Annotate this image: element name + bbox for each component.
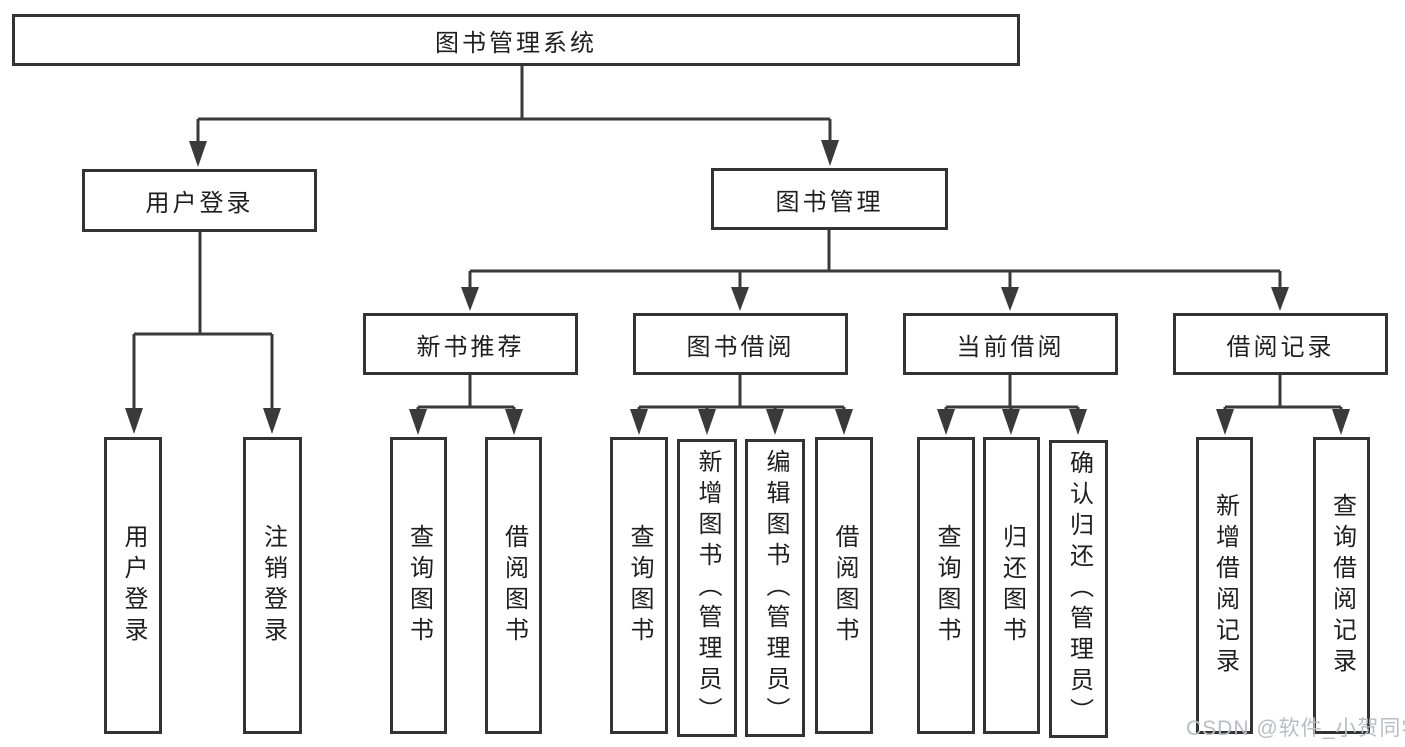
node-book-borrow: 图书借阅 xyxy=(633,313,848,375)
leaf-cb-return-books: 归还图书 xyxy=(983,437,1040,734)
leaf-nbr-borrow-books: 借阅图书 xyxy=(485,437,542,734)
arrowhead-icons xyxy=(125,140,1350,435)
node-new-book-recommend: 新书推荐 xyxy=(363,313,578,375)
node-current-borrow: 当前借阅 xyxy=(903,313,1118,375)
leaf-nbr-query-books: 查询图书 xyxy=(390,437,447,734)
leaf-bb-add-books-admin: 新增图书（管理员） xyxy=(677,439,737,737)
leaf-br-add-record: 新增借阅记录 xyxy=(1196,437,1253,734)
leaf-bb-query-books: 查询图书 xyxy=(610,437,668,734)
node-book-management: 图书管理 xyxy=(711,168,948,230)
leaf-br-query-record: 查询借阅记录 xyxy=(1313,437,1370,734)
leaf-logout: 注销登录 xyxy=(243,437,302,734)
node-borrow-records: 借阅记录 xyxy=(1173,313,1388,375)
leaf-bb-edit-books-admin: 编辑图书（管理员） xyxy=(745,439,805,737)
csdn-watermark: CSDN @软件_小贺同学 xyxy=(1186,717,1405,740)
leaf-bb-borrow-books: 借阅图书 xyxy=(815,437,873,734)
node-user-login: 用户登录 xyxy=(82,169,317,232)
node-root-library-system: 图书管理系统 xyxy=(12,14,1020,66)
leaf-user-login: 用户登录 xyxy=(104,437,162,734)
connector-lines xyxy=(132,66,1343,412)
leaf-cb-query-books: 查询图书 xyxy=(917,437,975,734)
leaf-cb-confirm-return-admin: 确认归还（管理员） xyxy=(1049,440,1108,738)
